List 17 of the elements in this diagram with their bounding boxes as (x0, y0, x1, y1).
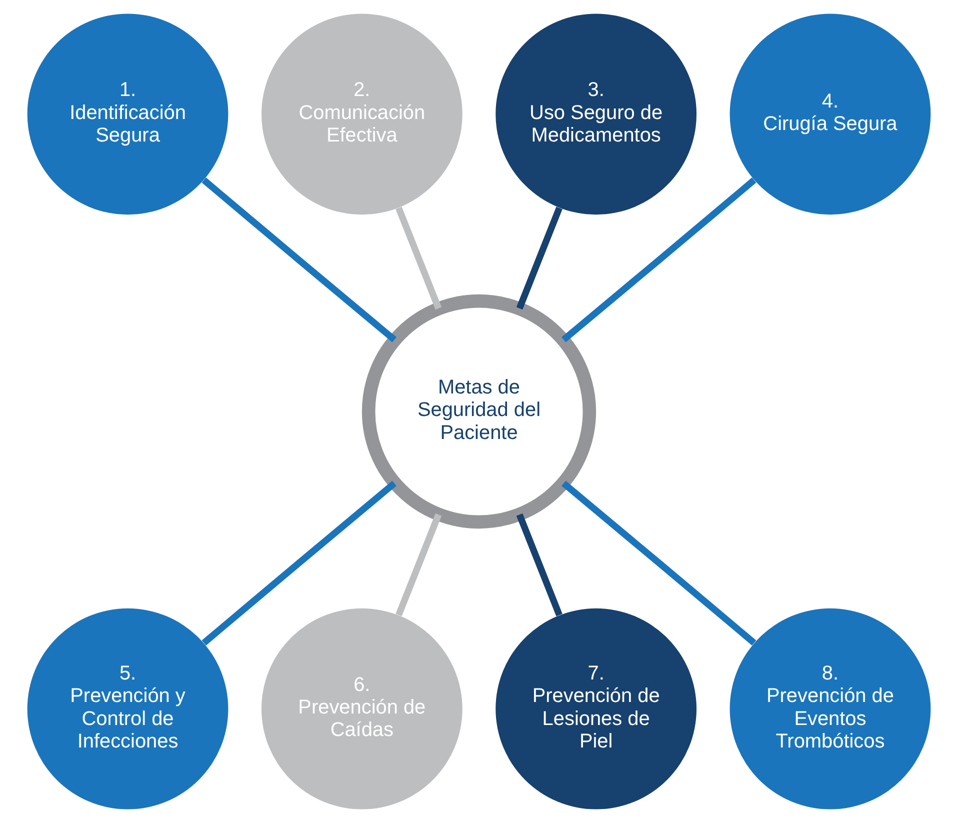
node-circle: 1. Identificación Segura (27, 14, 228, 215)
connector (202, 480, 396, 646)
node-circle: 3. Uso Seguro de Medicamentos (496, 14, 697, 215)
connector (202, 178, 396, 342)
node-circle: Metas de Seguridad del Paciente (362, 294, 596, 529)
node-circle: 8. Prevención de Eventos Trombóticos (730, 608, 931, 810)
connector (516, 206, 562, 310)
connector (562, 178, 756, 342)
node-circle: 5. Prevención y Control de Infecciones (27, 608, 228, 810)
connector (516, 513, 562, 616)
connector (396, 206, 442, 310)
connector (396, 513, 442, 616)
connector (562, 480, 756, 646)
node-circle: 6. Prevención de Caídas (261, 608, 462, 810)
node-circle: 2. Comunicación Efectiva (261, 14, 462, 215)
node-circle: 7. Prevención de Lesiones de Piel (496, 608, 697, 810)
node-circle: 4. Cirugía Segura (730, 14, 931, 215)
